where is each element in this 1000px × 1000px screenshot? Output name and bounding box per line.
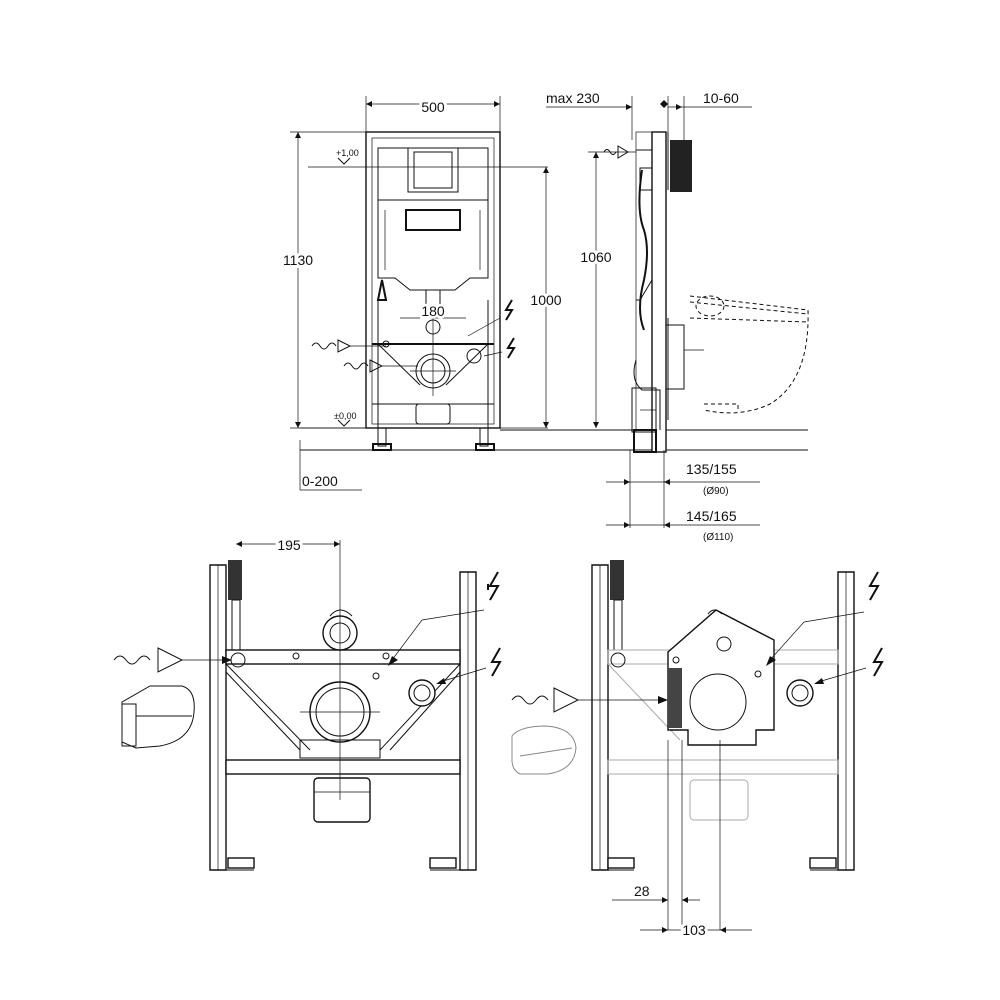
perspective-view-left: 195: [113, 534, 502, 871]
front-view: 500 1130 +1,00 ±0,00 1000 180: [280, 96, 565, 491]
dim-dia-90-label: (Ø90): [703, 486, 729, 497]
side-view: max 230 10-60 1060 135/155 (Ø90) 145/165…: [500, 90, 809, 543]
dim-dia-110-label: (Ø110): [703, 532, 733, 543]
dim-28-label: 28: [634, 883, 650, 899]
dim-145-165-label: 145/165: [686, 508, 737, 524]
dim-1130-label: 1130: [283, 252, 313, 268]
level-plus-label: +1,00: [336, 148, 359, 158]
level-zero-label: ±0,00: [334, 411, 356, 421]
dim-103-label: 103: [682, 922, 706, 938]
dim-0-200-label: 0-200: [302, 473, 338, 489]
dim-195-label: 195: [277, 537, 301, 553]
dim-10-60-label: 10-60: [703, 90, 739, 106]
dim-500-label: 500: [421, 99, 445, 115]
dim-max-230-label: max 230: [546, 90, 600, 106]
dim-180-label: 180: [421, 303, 445, 319]
dim-1060-label: 1060: [580, 249, 611, 265]
perspective-view-right: 28 103: [511, 560, 884, 941]
dim-1000-label: 1000: [530, 292, 561, 308]
dim-135-155-label: 135/155: [686, 461, 737, 477]
